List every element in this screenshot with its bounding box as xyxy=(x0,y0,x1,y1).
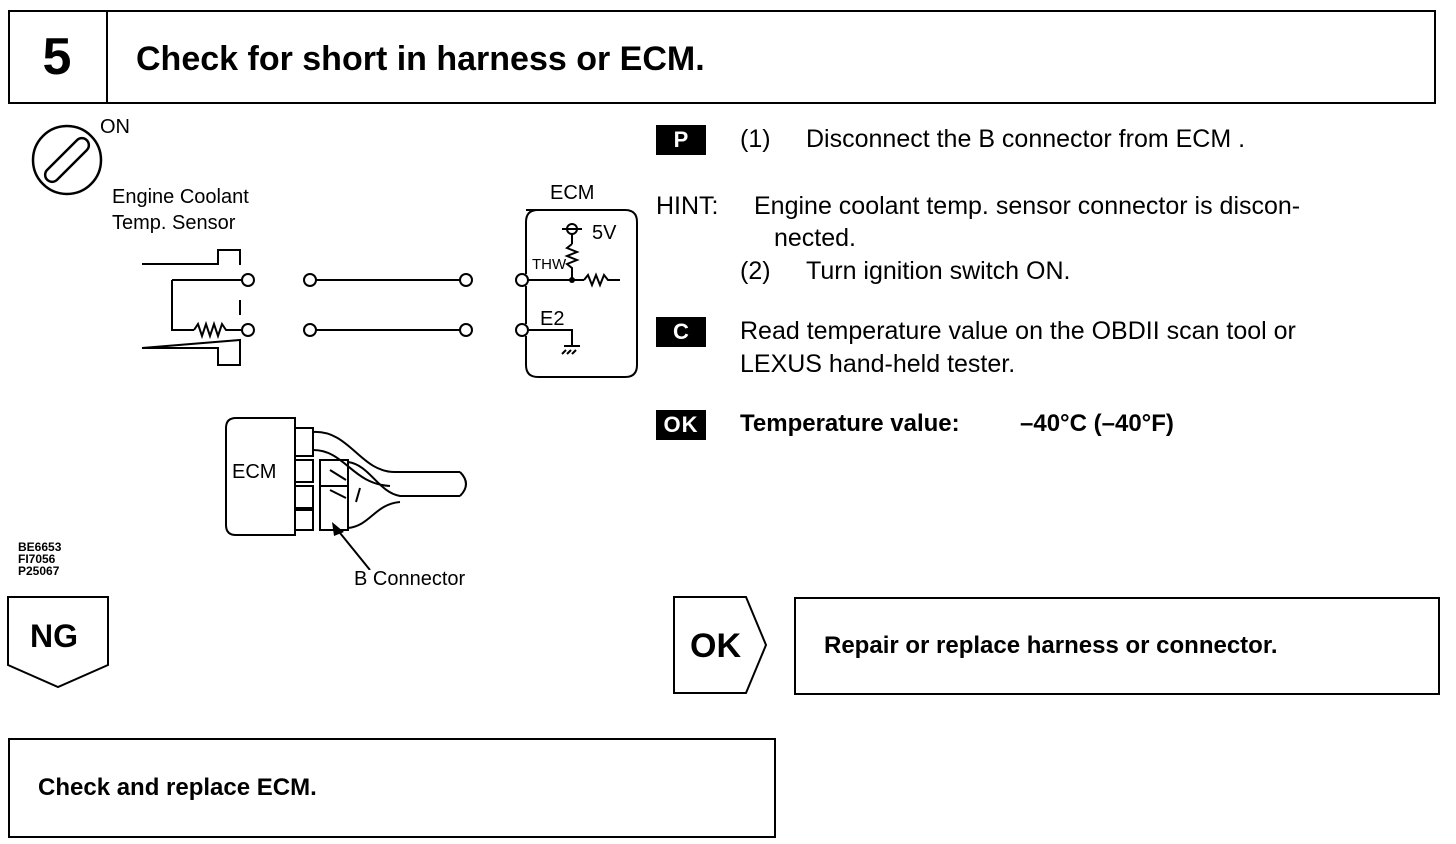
figure-codes: BE6653 FI7056 P25067 xyxy=(18,541,61,577)
figure-code: P25067 xyxy=(18,564,60,578)
ok-condition-label: Temperature value: xyxy=(740,410,960,437)
step1-text: Disconnect the B connector from ECM . xyxy=(806,125,1246,153)
step2-number: (2) xyxy=(740,257,771,285)
c-tag: C xyxy=(656,317,706,347)
step2-text: Turn ignition switch ON. xyxy=(806,257,1071,285)
ecm-unit-label: ECM xyxy=(232,461,277,483)
ignition-on-label: ON xyxy=(100,116,130,138)
ng-action-text: Check and replace ECM. xyxy=(38,774,317,801)
thw-label: THW xyxy=(532,256,567,273)
c-text-line2: LEXUS hand-held tester. xyxy=(740,350,1016,378)
b-connector-label: B Connector xyxy=(354,568,466,590)
ok-arrow-box xyxy=(673,596,768,694)
hint-line1: Engine coolant temp. sensor connector is… xyxy=(754,192,1301,220)
figure-code: FI7056 xyxy=(18,552,56,566)
step-title: Check for short in harness or ECM. xyxy=(136,40,705,78)
ok-label: OK xyxy=(690,627,741,665)
ok-action-text: Repair or replace harness or connector. xyxy=(824,632,1278,659)
sensor-label-line1: Engine Coolant xyxy=(112,186,249,208)
ok-condition-value: –40°C (–40°F) xyxy=(1020,410,1174,437)
step-header-box xyxy=(8,10,1436,104)
hint-line2: nected. xyxy=(774,224,857,252)
ng-arrow-box xyxy=(7,596,109,689)
hint-label: HINT: xyxy=(656,192,719,220)
figure-code: BE6653 xyxy=(18,540,62,554)
step1-number: (1) xyxy=(740,125,771,153)
ok-tag: OK xyxy=(656,410,706,440)
circuit-diagram xyxy=(141,209,638,378)
e2-label: E2 xyxy=(540,308,565,330)
voltage-label: 5V xyxy=(592,222,617,244)
ng-action-box: Check and replace ECM. xyxy=(8,738,776,838)
sensor-label-line2: Temp. Sensor xyxy=(112,212,236,234)
ok-action-box: Repair or replace harness or connector. xyxy=(794,597,1440,695)
p-tag: P xyxy=(656,125,706,155)
c-text-line1: Read temperature value on the OBDII scan… xyxy=(740,317,1296,345)
ecm-connector-illustration xyxy=(225,417,467,570)
step-number: 5 xyxy=(8,10,108,104)
ignition-key-icon xyxy=(31,124,103,196)
ng-label: NG xyxy=(30,618,78,654)
ecm-box-title: ECM xyxy=(550,182,595,204)
